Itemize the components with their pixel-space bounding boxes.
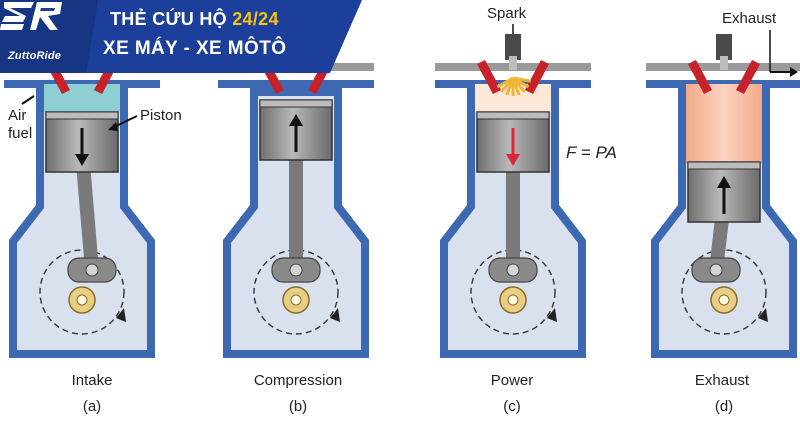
force-formula: F = PA [566,143,617,162]
arrow-head-icon [75,154,89,166]
stage-name-intake: Intake [71,372,113,389]
spark-burst-icon [496,76,531,96]
exhaust-valve [525,60,549,94]
exhaust-arrow-icon [790,67,798,77]
exhaust-label: Exhaust [722,10,777,27]
engine-cylinder-2 [218,34,374,358]
stage-letter-a: (a) [82,398,102,415]
spark-plug-tip [720,56,728,70]
stage-letter-c: (c) [503,398,521,415]
crank-rotation-path [681,249,767,335]
stage-letter-b: (b) [288,398,308,415]
crankshaft-axle [76,294,88,306]
rotation-arrow-icon [758,308,768,322]
stage-name-power: Power [490,372,534,389]
crank-rotation-path [470,249,556,335]
stage-letter-d: (d) [714,398,734,415]
rotation-arrow-icon [330,308,340,322]
exhaust-valve [736,60,760,94]
air-fuel-pointer-line [21,95,35,105]
banner-headline-text: THẺ CỨU HỘ [110,9,233,29]
arrow-head-icon [717,176,731,188]
crank-rotation-path [39,249,125,335]
promo-banner: ZuttoRide THẺ CỨU HỘ 24/24 XE MÁY - XE M… [0,0,362,73]
brand-name: ZuttoRide [8,50,62,62]
crank-pin [709,263,723,277]
rotation-arrow-icon [116,308,126,322]
banner-headline: THẺ CỨU HỘ 24/24 [110,9,279,30]
rotation-arrow-icon [547,308,557,322]
spark-plug [505,34,521,60]
arrow-head-icon [506,154,520,166]
zr-logo-icon [0,2,62,30]
air-fuel-mixture [44,84,120,112]
piston-pointer-arrow-icon [108,122,118,131]
piston-ring [476,111,550,120]
engine-cylinder-1 [4,34,160,358]
air-fuel-label-2: fuel [8,125,33,142]
piston-ring [259,99,333,108]
piston-ring [687,161,761,170]
piston-ring [45,111,119,120]
intake-valve [688,60,712,94]
spark-plug-tip [509,56,517,70]
air-fuel-label-1: Air [8,107,27,124]
banner-headline-accent: 24/24 [232,9,279,29]
crank-pin [289,263,303,277]
stage-name-exhaust: Exhaust [694,372,750,389]
crank-pin [85,263,99,277]
spark-label: Spark [487,5,527,22]
crankshaft-axle [507,294,519,306]
banner-subheadline: XE MÁY - XE MÔTÔ [103,38,287,59]
spark-plug [716,34,732,60]
piston-label: Piston [140,107,182,124]
crank-rotation-path [253,249,339,335]
crankshaft-axle [718,294,730,306]
engine-cylinder-4 [646,34,800,358]
exhaust-gas [686,84,762,164]
crank-pin [506,263,520,277]
stage-name-compression: Compression [253,372,343,389]
crankshaft-axle [290,294,302,306]
intake-valve [477,60,501,94]
arrow-head-icon [289,114,303,126]
engine-cylinder-3 [435,34,591,358]
